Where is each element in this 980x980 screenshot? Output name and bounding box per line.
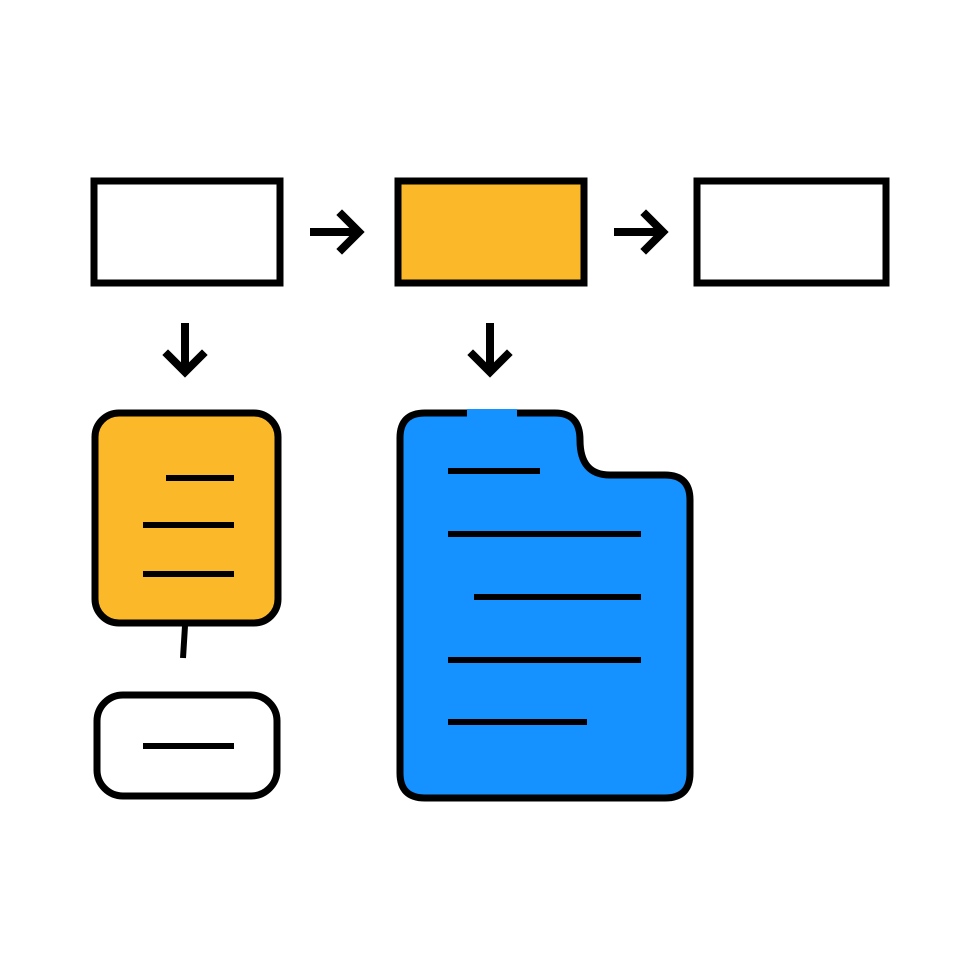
process-box-2-highlighted xyxy=(394,177,588,287)
note-card xyxy=(91,409,282,627)
arrow-down-icon xyxy=(467,323,513,378)
arrow-right-icon xyxy=(310,209,365,255)
text-lines-icon xyxy=(448,468,641,725)
arrow-down-icon xyxy=(162,323,208,378)
arrow-right-icon xyxy=(614,209,669,255)
process-box-3 xyxy=(693,177,890,287)
connector-line xyxy=(180,625,188,659)
process-box-1 xyxy=(90,177,284,287)
text-lines-icon xyxy=(143,475,234,577)
document-page xyxy=(396,409,694,802)
